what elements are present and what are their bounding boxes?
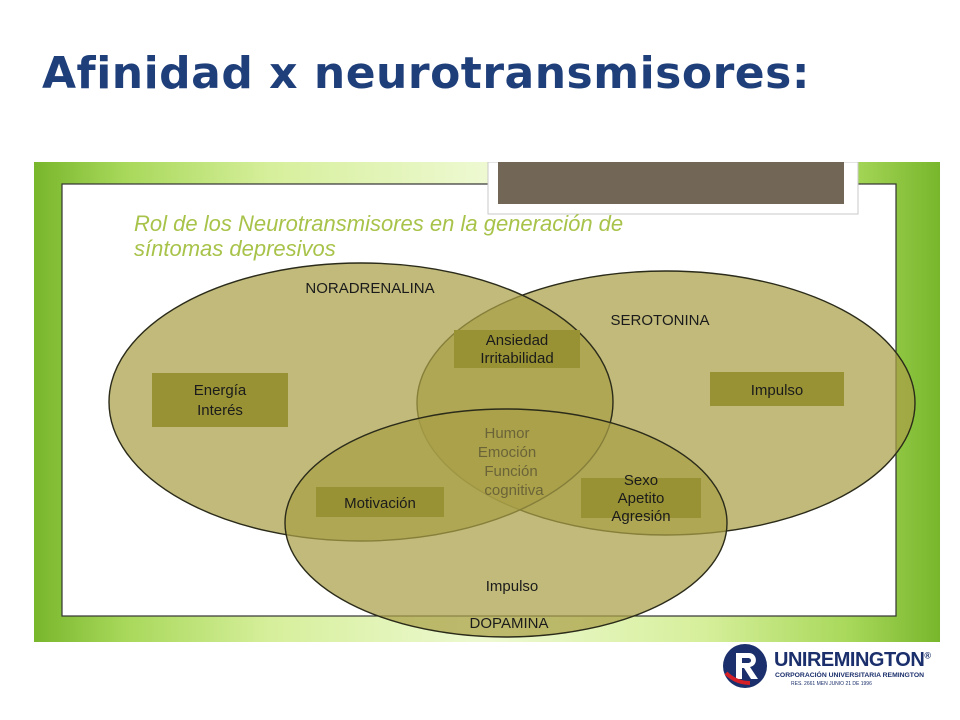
region-text: Energía xyxy=(194,382,247,399)
region-text: Agresión xyxy=(611,508,670,525)
venn-diagram-svg: Rol de los Neurotransmisores en la gener… xyxy=(61,162,916,638)
region-text: Ansiedad xyxy=(486,332,549,349)
energia-interes-box xyxy=(152,373,288,427)
center-text: cognitiva xyxy=(484,482,544,499)
region-text: Irritabilidad xyxy=(480,350,553,367)
motivacion-box xyxy=(316,487,444,517)
region-text: Motivación xyxy=(344,495,416,512)
region-text: Impulso xyxy=(486,578,539,595)
logo-note: RES. 2661 MEN JUNIO 21 DE 1996 xyxy=(791,681,872,687)
slide-title: Afinidad x neurotransmisores: xyxy=(42,48,810,99)
serotonina-label: SEROTONINA xyxy=(611,312,710,329)
diagram-title-line1: Rol de los Neurotransmisores en la gener… xyxy=(134,211,623,236)
center-text: Función xyxy=(484,463,537,480)
uniremington-logo: UNIREMINGTON® CORPORACIÓN UNIVERSITARIA … xyxy=(722,643,931,693)
region-text: Apetito xyxy=(618,490,665,507)
ansiedad-irritabilidad-box xyxy=(454,330,580,368)
dopamina-circle xyxy=(284,408,728,638)
noradrenalina-label: NORADRENALINA xyxy=(305,280,434,297)
logo-subtitle: CORPORACIÓN UNIVERSITARIA REMINGTON xyxy=(775,672,925,679)
logo-brand-name: UNIREMINGTON® xyxy=(774,649,931,671)
uniremington-r-logo-icon xyxy=(723,644,767,688)
impulso-serotonina-box xyxy=(710,372,844,406)
venn-diagram-figure: Rol de los Neurotransmisores en la gener… xyxy=(34,162,940,642)
top-tab-fill xyxy=(498,162,844,204)
region-text: Interés xyxy=(197,402,243,419)
center-text: Emoción xyxy=(478,444,536,461)
center-text: Humor xyxy=(484,425,529,442)
region-text: Sexo xyxy=(624,472,658,489)
diagram-title-line2: síntomas depresivos xyxy=(134,236,336,261)
sexo-apetito-agresion-box xyxy=(581,478,701,518)
dopamina-label: DOPAMINA xyxy=(470,615,549,632)
region-text: Impulso xyxy=(751,382,804,399)
